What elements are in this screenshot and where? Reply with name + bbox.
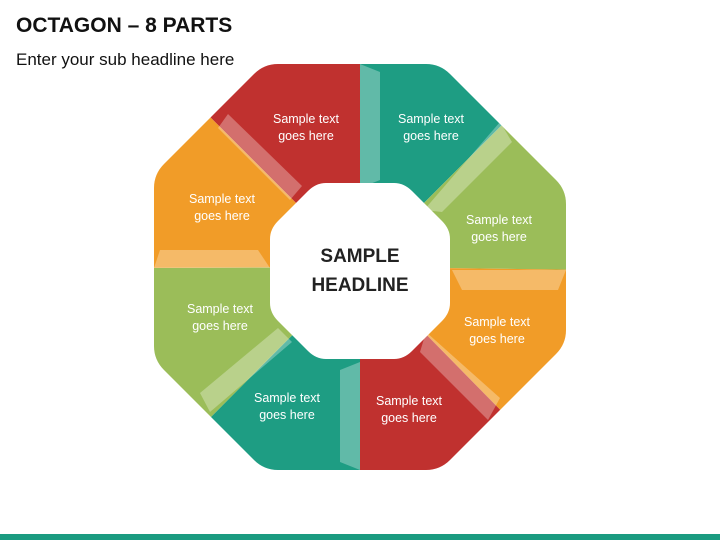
- segment-label-bottom-left: Sample text goes here: [254, 391, 321, 422]
- segment-label-line2: goes here: [469, 332, 525, 346]
- segment-label-line1: Sample text: [187, 302, 254, 316]
- segment-label-line2: goes here: [194, 209, 250, 223]
- page-title: OCTAGON – 8 PARTS: [16, 14, 233, 37]
- segment-label-line1: Sample text: [273, 112, 340, 126]
- segment-label-line1: Sample text: [189, 192, 256, 206]
- center-octagon: [270, 183, 450, 359]
- center-headline-line1: SAMPLE: [320, 246, 399, 267]
- segment-label-bottom-right: Sample text goes here: [376, 394, 443, 425]
- fold-strip-upper-right: [424, 122, 512, 212]
- fold-strip-bottom: [340, 362, 360, 470]
- fold-strip-upper-left: [218, 114, 302, 200]
- segment-label-line2: goes here: [192, 319, 248, 333]
- segment-label-right-upper: Sample text goes here: [466, 213, 533, 244]
- fold-strip-lower-right: [420, 332, 500, 420]
- fold-strip-left: [154, 250, 270, 268]
- segment-label-line1: Sample text: [376, 394, 443, 408]
- segment-label-line1: Sample text: [466, 213, 533, 227]
- segment-label-line1: Sample text: [398, 112, 465, 126]
- segment-label-line2: goes here: [471, 230, 527, 244]
- segment-label-left-lower: Sample text goes here: [187, 302, 254, 333]
- segment-label-top-right: Sample text goes here: [398, 112, 465, 143]
- segment-label-line2: goes here: [278, 129, 334, 143]
- center-headline-line2: HEADLINE: [311, 275, 408, 296]
- segment-label-top-left: Sample text goes here: [273, 112, 340, 143]
- bottom-accent-bar: [0, 534, 720, 540]
- segment-label-left-upper: Sample text goes here: [189, 192, 256, 223]
- segment-label-line2: goes here: [381, 411, 437, 425]
- segment-label-line1: Sample text: [464, 315, 531, 329]
- fold-strip-top: [360, 64, 380, 188]
- segment-label-right-lower: Sample text goes here: [464, 315, 531, 346]
- segment-label-line2: goes here: [259, 408, 315, 422]
- segment-label-line1: Sample text: [254, 391, 321, 405]
- page-subtitle: Enter your sub headline here: [16, 50, 235, 69]
- fold-strip-lower-left: [200, 328, 292, 412]
- segment-label-line2: goes here: [403, 129, 459, 143]
- fold-strip-right: [452, 270, 566, 290]
